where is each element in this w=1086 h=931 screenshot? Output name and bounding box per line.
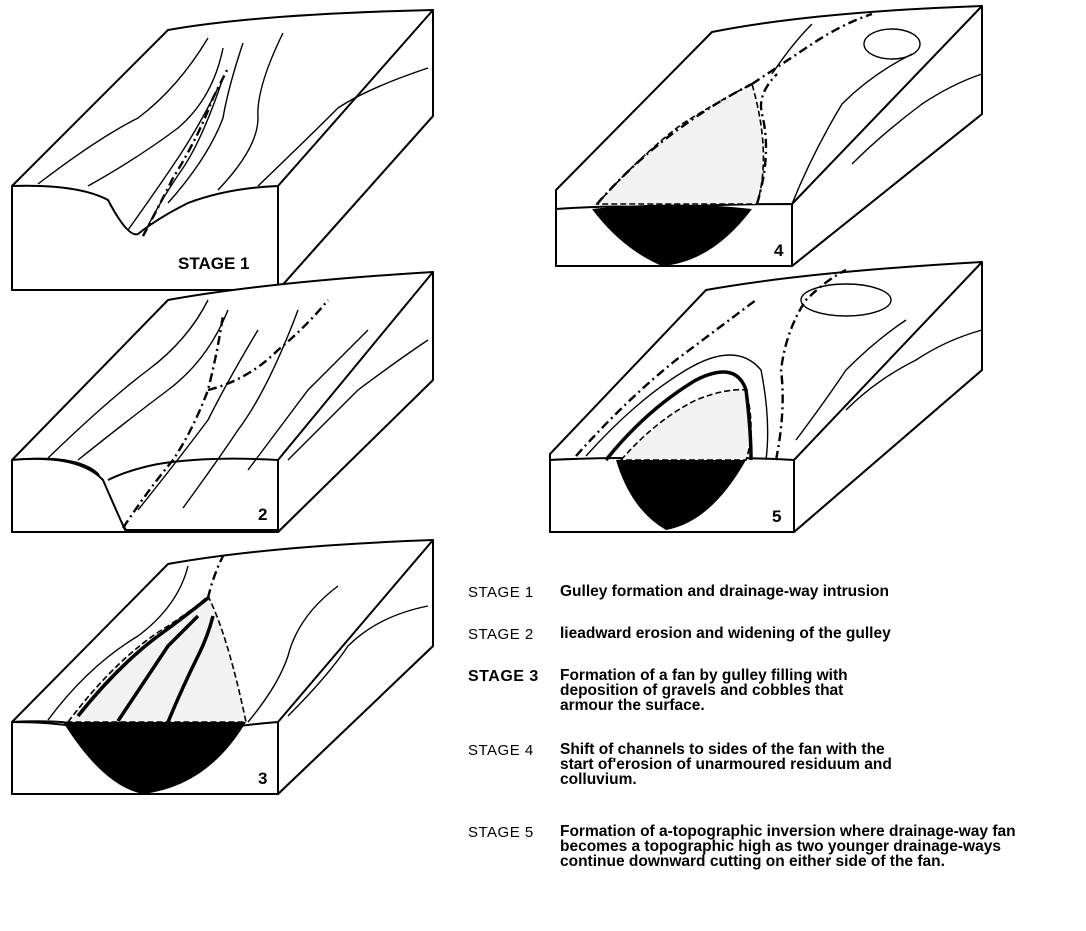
legend-description: Formation of a fan by gulley filling wit…: [560, 668, 880, 713]
block-label: 3: [258, 769, 267, 788]
block-label: 5: [772, 507, 781, 526]
block-diagram-stage-3: 3: [8, 536, 438, 806]
block-diagram-stage-2: 2: [8, 270, 438, 542]
block-label: 2: [258, 505, 267, 524]
legend-key: STAGE 4: [468, 742, 534, 759]
legend-key: STAGE 5: [468, 824, 534, 841]
legend-description: lieadward erosion and widening of the gu…: [560, 626, 1080, 641]
block-label: 4: [774, 241, 784, 260]
legend-description: Shift of channels to sides of the fan wi…: [560, 742, 900, 787]
legend-key: STAGE 3: [468, 668, 539, 686]
block-diagram-stage-1: STAGE 1: [8, 8, 438, 298]
legend-key: STAGE 2: [468, 626, 534, 643]
block-diagram-stage-4: 4: [552, 4, 986, 274]
block-diagram-stage-5: 5: [546, 260, 986, 535]
legend-description: Gulley formation and drainage-way intrus…: [560, 584, 1080, 599]
legend-key: STAGE 1: [468, 584, 534, 601]
legend-description: Formation of a-topographic inversion whe…: [560, 824, 1030, 869]
